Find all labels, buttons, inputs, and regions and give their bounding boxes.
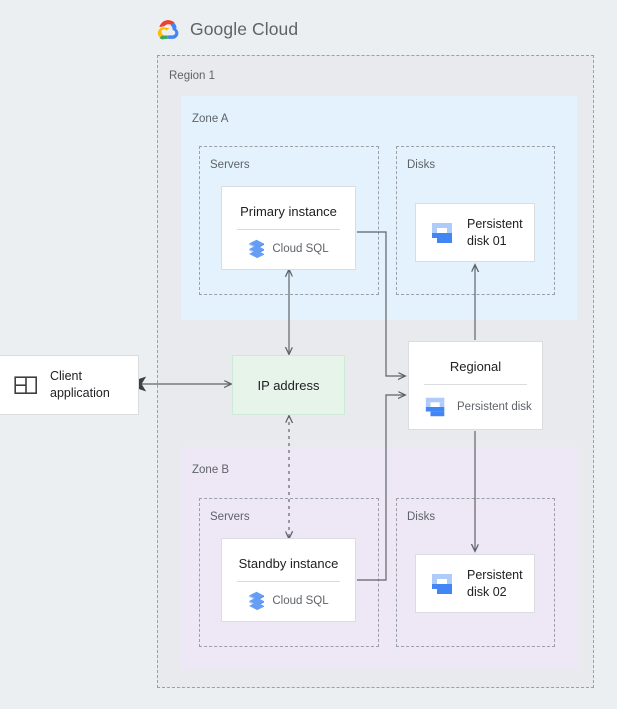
standby-instance-product-label: Cloud SQL xyxy=(272,594,329,607)
card-divider xyxy=(237,229,340,230)
ip-address-card[interactable]: IP address xyxy=(232,355,345,415)
brand-cloud: Cloud xyxy=(252,18,299,39)
persistent-disk-icon xyxy=(430,571,456,597)
client-application-line1: Client xyxy=(50,369,82,384)
cloud-sql-icon xyxy=(248,591,265,610)
persistent-disk-02-line1: Persistent xyxy=(467,567,523,582)
card-divider xyxy=(237,581,340,582)
card-divider xyxy=(424,384,527,385)
persistent-disk-icon xyxy=(424,395,448,419)
client-application-line2: application xyxy=(50,386,110,400)
client-application-label: Client application xyxy=(50,368,110,402)
zone-b-label: Zone B xyxy=(192,464,230,476)
ip-address-label: IP address xyxy=(257,377,320,393)
persistent-disk-02-line2: disk 02 xyxy=(467,584,507,599)
region-label: Region 1 xyxy=(169,70,216,82)
google-cloud-logo-icon xyxy=(155,18,181,40)
persistent-disk-01-line2: disk 01 xyxy=(467,233,507,248)
client-application-icon xyxy=(14,375,38,396)
standby-instance-title: Standby instance xyxy=(238,556,339,571)
brand-google: Google xyxy=(190,18,248,39)
disks-label-zone-a: Disks xyxy=(407,159,436,171)
standby-instance-card[interactable]: Standby instance Cloud SQL xyxy=(221,538,356,622)
google-cloud-header: Google Cloud xyxy=(155,16,298,42)
servers-label-zone-b: Servers xyxy=(210,511,250,523)
primary-instance-product-label: Cloud SQL xyxy=(272,242,329,255)
primary-instance-card[interactable]: Primary instance Cloud SQL xyxy=(221,186,356,270)
regional-disk-product: Persistent disk xyxy=(424,395,532,419)
regional-disk-product-label: Persistent disk xyxy=(457,401,532,413)
disks-label-zone-b: Disks xyxy=(407,511,436,523)
persistent-disk-icon xyxy=(430,220,456,246)
google-cloud-wordmark: Google Cloud xyxy=(190,19,298,40)
persistent-disk-01-line1: Persistent xyxy=(467,216,523,231)
client-application-card[interactable]: Client application xyxy=(0,355,139,415)
persistent-disk-02-label: Persistent disk 02 xyxy=(467,567,523,601)
persistent-disk-02-card[interactable]: Persistent disk 02 xyxy=(415,554,535,613)
regional-disk-card[interactable]: Regional Persistent disk xyxy=(408,341,543,430)
primary-instance-product: Cloud SQL xyxy=(248,239,329,258)
servers-label-zone-a: Servers xyxy=(210,159,250,171)
cloud-sql-icon xyxy=(248,239,265,258)
persistent-disk-01-label: Persistent disk 01 xyxy=(467,216,523,250)
standby-instance-product: Cloud SQL xyxy=(248,591,329,610)
zone-a-label: Zone A xyxy=(192,113,229,125)
regional-disk-title: Regional xyxy=(449,359,502,374)
persistent-disk-01-card[interactable]: Persistent disk 01 xyxy=(415,203,535,262)
primary-instance-title: Primary instance xyxy=(240,204,337,219)
